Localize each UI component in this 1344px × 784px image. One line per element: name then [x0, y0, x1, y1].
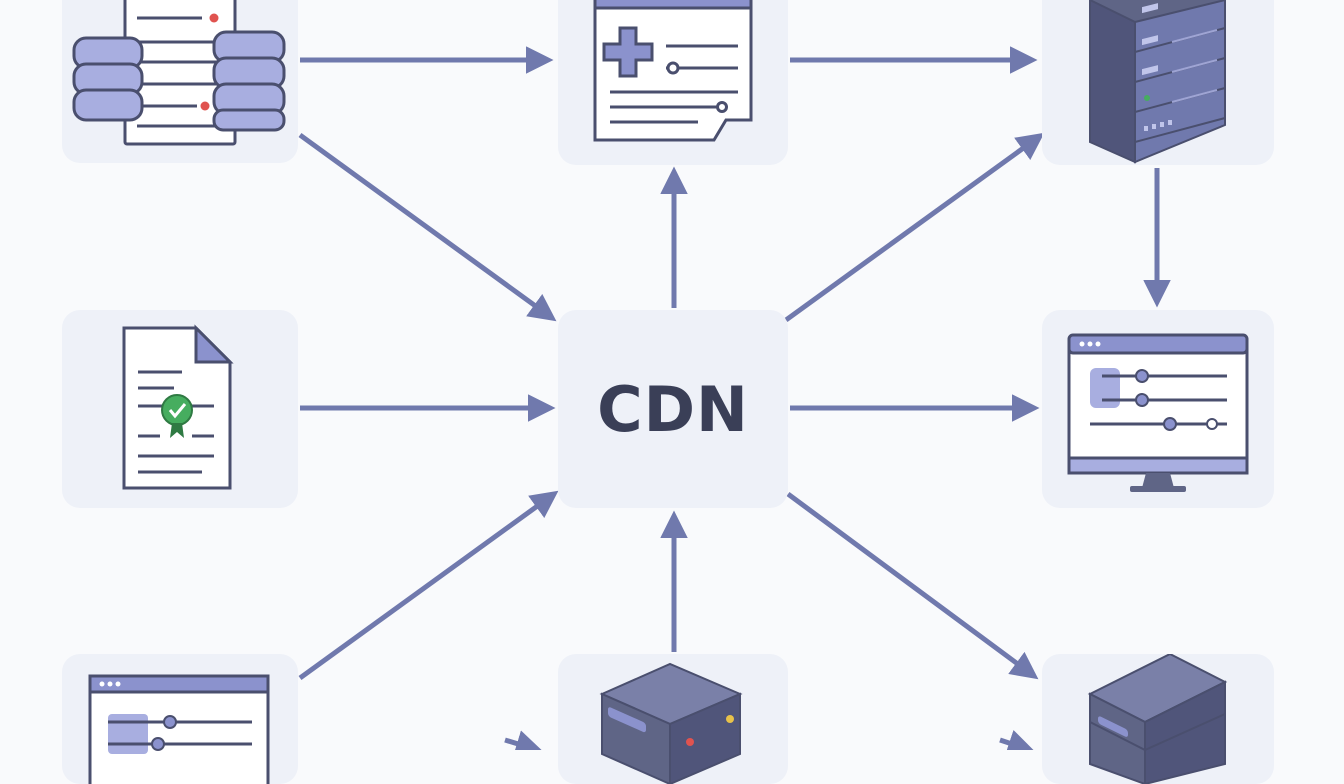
server-rack-node-top [1042, 0, 1274, 165]
cdn-label: CDN [597, 372, 749, 446]
arrow-bottom-partial-1 [504, 730, 544, 750]
desktop-monitor-icon [1067, 333, 1249, 492]
server-rack-icon [1087, 654, 1228, 784]
browser-window-node [62, 654, 298, 784]
verified-document-icon [122, 324, 234, 490]
verified-document-node [62, 310, 298, 508]
server-box-node [558, 654, 788, 784]
database-document-node [62, 0, 298, 163]
arrow-bottom-partial-2 [999, 729, 1036, 750]
connection-arrows [298, 46, 1171, 750]
arrow-cdn-to-server [784, 132, 1045, 323]
browser-window-icon [88, 674, 270, 784]
server-rack-icon [1089, 0, 1226, 164]
medical-document-icon [593, 0, 753, 142]
medical-document-node [558, 0, 788, 165]
monitor-dashboard-node [1042, 310, 1274, 508]
database-document-icon [72, 0, 286, 146]
cdn-node: CDN [558, 310, 788, 508]
arrow-browser-to-cdn [298, 490, 559, 681]
arrow-db-to-cdn [298, 132, 557, 322]
arrow-cdn-to-server-bottom [786, 491, 1039, 680]
server-box-icon [599, 662, 743, 784]
server-rack-node-bottom [1042, 654, 1274, 784]
